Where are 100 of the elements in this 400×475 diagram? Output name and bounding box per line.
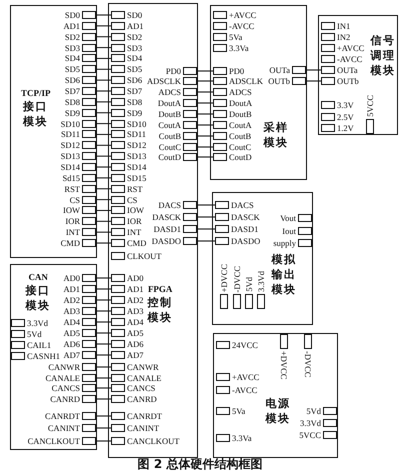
pin-label: -DVCC xyxy=(232,264,242,294)
pin-label: CANRD xyxy=(126,394,158,404)
pin-label: SD15 xyxy=(126,172,148,183)
pin-label: SD12 xyxy=(126,140,148,150)
pin-label: AD0 xyxy=(126,273,145,283)
module-box xyxy=(318,15,398,135)
pin-label: 5VCC xyxy=(365,94,375,119)
pin-label: 3.3Vd xyxy=(26,318,50,328)
pin-label: DoutA xyxy=(228,98,254,108)
pin-label: CMD xyxy=(126,238,148,248)
pin-label: DASCK xyxy=(230,212,261,222)
pin-label: AD0 xyxy=(62,273,81,283)
wire xyxy=(196,80,214,82)
figure-caption: 图 2 总体硬件结构框图 xyxy=(136,456,264,473)
wire xyxy=(96,166,112,168)
pin-label: CANALE xyxy=(44,373,81,383)
pin-label: ADSCLK xyxy=(228,76,264,86)
pin-label: SD0 xyxy=(126,10,144,20)
pin-label: DACS xyxy=(157,200,182,210)
pin-label: SD4 xyxy=(126,53,144,64)
module-title: 电源模块 xyxy=(265,397,292,427)
pin-label: 5Vd xyxy=(305,406,322,416)
pin-label: IOW xyxy=(62,205,81,216)
wire xyxy=(96,232,112,233)
pin-label: INT xyxy=(126,227,142,238)
wire xyxy=(196,102,214,104)
pin-label: CANCS xyxy=(126,383,156,393)
pin-label: CANCS xyxy=(50,383,81,393)
wire xyxy=(96,58,112,59)
wire xyxy=(96,134,112,135)
wire xyxy=(96,398,112,400)
pin-label: ADSCLK xyxy=(146,76,182,86)
wire xyxy=(96,47,112,48)
wire xyxy=(96,101,112,102)
wire xyxy=(96,188,112,190)
pin-label: 5VCC xyxy=(298,430,322,440)
pin-label: CLKOUT xyxy=(126,251,162,261)
pin-label: Vout xyxy=(279,213,297,223)
module-box xyxy=(10,5,97,258)
pin-label: PD0 xyxy=(228,66,246,76)
pin-label: SD9 xyxy=(64,108,81,118)
wire xyxy=(96,310,112,312)
wire xyxy=(96,332,112,334)
pin-label: SD12 xyxy=(60,140,81,150)
pin-label: AD1 xyxy=(62,20,81,31)
pin-label: SD6 xyxy=(126,75,144,86)
pin-label: 24VCC xyxy=(231,340,259,350)
pin-label: SD8 xyxy=(64,96,81,107)
pin-label: CANRDT xyxy=(126,411,163,421)
pin-label: +DVCC xyxy=(219,262,229,294)
pin-label: SD9 xyxy=(126,108,144,118)
pin-label: -AVCC xyxy=(228,21,256,31)
pin-label: SD0 xyxy=(64,10,81,20)
pin-label: AD7 xyxy=(62,350,81,360)
pin-label: 5Vd xyxy=(244,276,254,294)
wire xyxy=(96,90,112,92)
pin-label: PD0 xyxy=(164,66,182,76)
pin-label: AD6 xyxy=(126,339,145,349)
module-title: 信号调理模块 xyxy=(370,34,396,79)
pin-label: +DVCC xyxy=(279,350,289,382)
pin-label: CoutB xyxy=(158,131,182,141)
pin-label: CS xyxy=(126,194,138,205)
pin-label: AD1 xyxy=(126,284,145,294)
pin-label: 3.3Va xyxy=(228,43,250,53)
pin-label: 5Vd xyxy=(26,329,43,339)
pin-label: CMD xyxy=(60,238,81,248)
pin-label: DoutB xyxy=(228,109,253,119)
wire xyxy=(196,146,214,148)
wire xyxy=(196,156,214,158)
wire xyxy=(96,123,112,124)
pin-label: SD13 xyxy=(126,151,148,162)
pin-label: DoutA xyxy=(156,98,182,108)
pin-label: 3.3Va xyxy=(231,433,253,443)
wire xyxy=(96,80,112,81)
wire xyxy=(196,216,216,218)
wire xyxy=(96,220,112,222)
pin-label: Iout xyxy=(281,226,297,236)
pin-label: INT xyxy=(64,227,81,238)
pin-label: CoutC xyxy=(158,142,182,152)
pin-label: SD7 xyxy=(64,86,81,96)
wire xyxy=(96,156,112,157)
pin-label: OUTa xyxy=(336,65,359,75)
pin-label: DASDO xyxy=(150,236,182,246)
pin-label: CANINT xyxy=(46,423,81,433)
pin-label: SD14 xyxy=(126,162,148,172)
wire xyxy=(196,70,214,72)
wire xyxy=(96,112,112,114)
wire xyxy=(96,177,112,178)
pin-label: CoutA xyxy=(157,120,182,130)
pin-label: -AVCC xyxy=(336,54,364,64)
pin-label: AD4 xyxy=(62,317,81,327)
pin-label: AD4 xyxy=(126,317,145,327)
pin-label: AD2 xyxy=(126,295,145,305)
module-title: TCP/IP 接口模块 xyxy=(21,87,51,130)
pin-label: CANRDT xyxy=(44,411,81,421)
pin-label: CoutD xyxy=(228,152,253,162)
pin-label: Sd15 xyxy=(62,172,81,183)
pin-label: DASD1 xyxy=(152,224,182,234)
pin-label: OUTb xyxy=(267,76,291,86)
module-box xyxy=(213,333,338,458)
